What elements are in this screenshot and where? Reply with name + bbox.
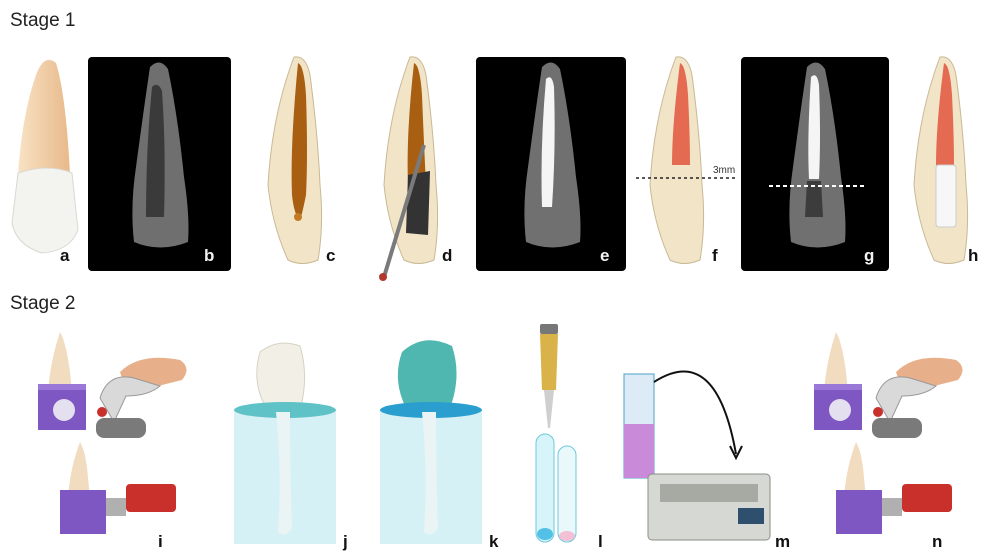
panel-g-xray-tooth — [741, 57, 889, 271]
panel-n-light-curing — [806, 332, 971, 546]
label-d: d — [442, 246, 452, 266]
panel-b-xray-tooth — [88, 57, 231, 271]
panel-k-coated-tooth-in-cylinder — [376, 332, 486, 546]
panel-e-xray-tooth — [476, 57, 626, 271]
label-j: j — [343, 532, 348, 552]
label-b: b — [204, 246, 214, 266]
label-e: e — [600, 246, 609, 266]
panel-j-tooth-in-cylinder — [230, 332, 340, 546]
label-g: g — [864, 246, 874, 266]
stage-1-title: Stage 1 — [10, 10, 76, 32]
measure-3mm: 3mm — [713, 165, 735, 176]
label-c: c — [326, 246, 335, 266]
panel-c-sectioned-tooth — [258, 55, 338, 270]
panel-f-filled-tooth — [640, 55, 740, 270]
panel-a-intact-tooth — [8, 55, 88, 270]
label-n: n — [932, 532, 942, 552]
label-k: k — [489, 532, 498, 552]
panel-h-post-space-tooth — [904, 55, 984, 270]
label-a: a — [60, 246, 69, 266]
label-m: m — [775, 532, 790, 552]
stage-2-title: Stage 2 — [10, 293, 76, 315]
label-f: f — [712, 246, 718, 266]
panel-l-pipette-tubes — [530, 322, 590, 548]
label-i-stage2: i — [158, 532, 163, 552]
label-h: h — [968, 246, 978, 266]
panel-m-spectrophotometer — [620, 358, 780, 548]
panel-i-light-curing — [30, 332, 195, 546]
label-l: l — [598, 532, 603, 552]
